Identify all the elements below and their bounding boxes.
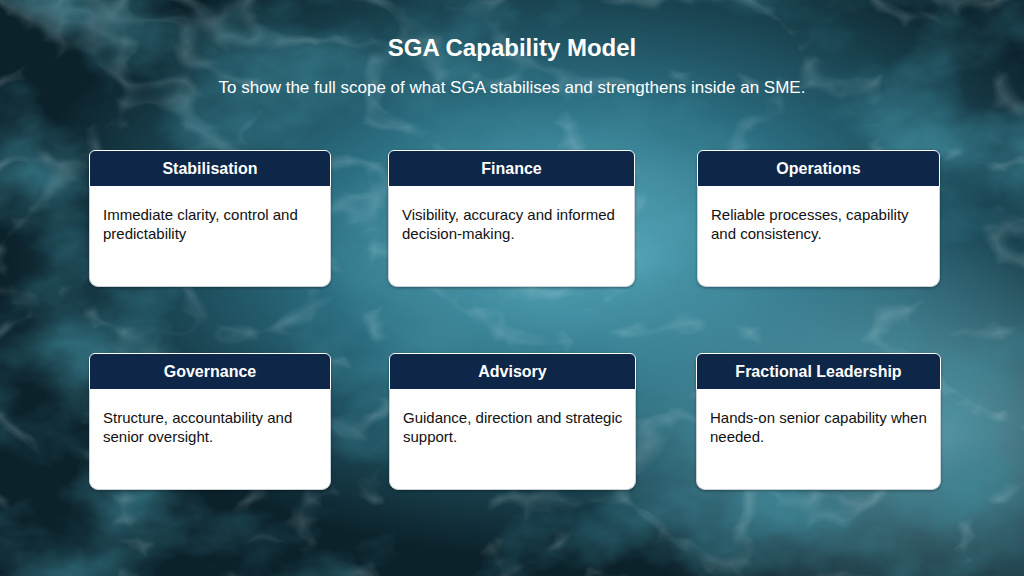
box-body: Structure, accountability and senior ove…: [103, 408, 320, 446]
box-heading: Fractional Leadership: [696, 353, 941, 390]
box-heading: Finance: [388, 150, 635, 187]
capability-box: FinanceVisibility, accuracy and informed…: [388, 150, 635, 287]
box-body: Reliable processes, capability and consi…: [711, 205, 929, 243]
box-body: Guidance, direction and strategic suppor…: [403, 408, 625, 446]
box-heading: Operations: [697, 150, 940, 187]
box-heading: Governance: [89, 353, 331, 390]
capability-box: AdvisoryGuidance, direction and strategi…: [389, 353, 636, 490]
subtitle-text: To show the full scope of what SGA stabi…: [120, 78, 904, 98]
box-body: Hands-on senior capability when needed.: [710, 408, 930, 446]
diagram-title: SGA Capability Model: [0, 34, 1024, 62]
capability-box: StabilisationImmediate clarity, control …: [89, 150, 331, 287]
capability-box: Fractional LeadershipHands-on senior cap…: [696, 353, 941, 490]
box-body: Immediate clarity, control and predictab…: [103, 205, 320, 243]
box-heading: Stabilisation: [89, 150, 331, 187]
capability-box: GovernanceStructure, accountability and …: [89, 353, 331, 490]
box-heading: Advisory: [389, 353, 636, 390]
capability-box: OperationsReliable processes, capability…: [697, 150, 940, 287]
box-body: Visibility, accuracy and informed decisi…: [402, 205, 624, 243]
